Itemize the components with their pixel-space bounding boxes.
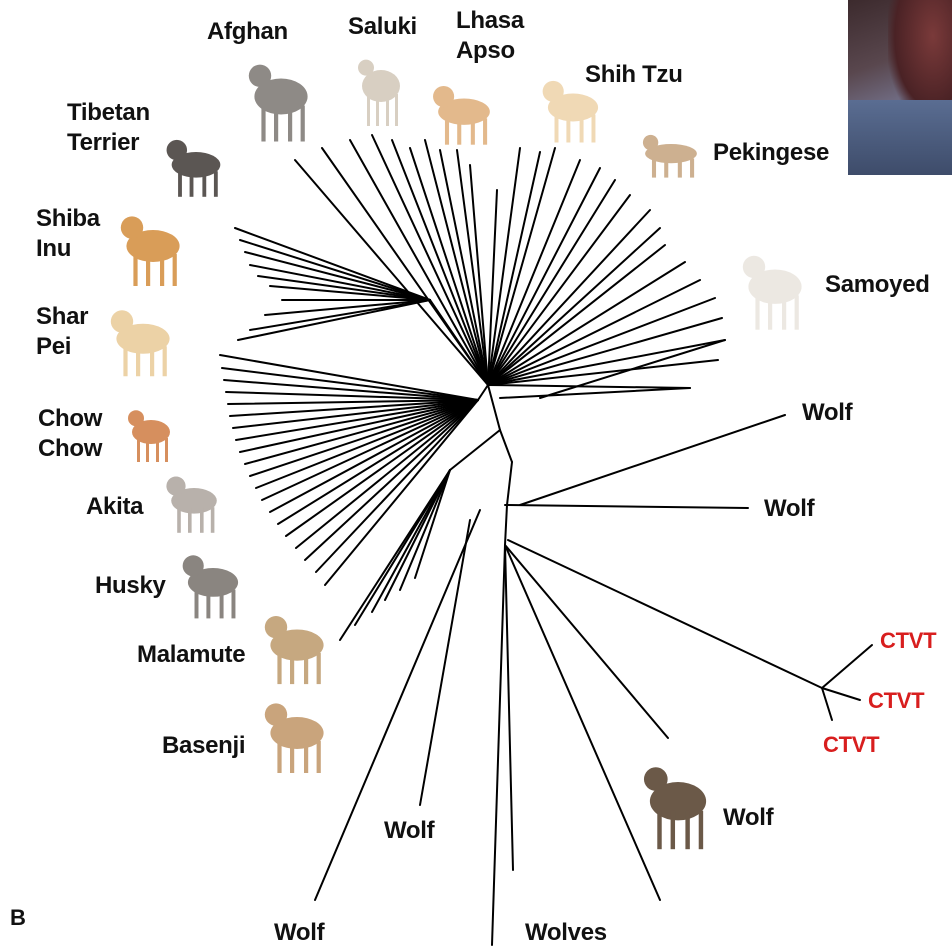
basenji-dog	[265, 703, 324, 773]
tree-branch-ctvt	[822, 688, 832, 720]
tree-branch-left	[355, 470, 450, 625]
photo-inset	[848, 0, 952, 175]
tree-branch-top	[392, 140, 488, 385]
label-wolf-lower-right: Wolf	[723, 803, 773, 833]
label-wolf-upper-right: Wolf	[802, 398, 852, 428]
tree-branches	[220, 135, 872, 945]
tree-branch-wolf	[505, 545, 668, 738]
chow-chow-dog	[128, 410, 170, 462]
label-ctvt-1: CTVT	[880, 626, 936, 656]
lhasa-apso-dog	[433, 86, 490, 145]
tree-branch-left	[250, 300, 430, 330]
label-basenji: Basenji	[162, 731, 245, 761]
label-sharpei-line2: Pei	[36, 332, 88, 362]
tree-branch-left	[224, 380, 478, 400]
label-sharpei-line1: Shar	[36, 302, 88, 332]
label-chow-chow: Chow Chow	[38, 404, 102, 464]
shar-pei-dog	[111, 310, 170, 376]
tree-branch-top	[488, 160, 580, 385]
tree-branch-wolves	[505, 545, 513, 870]
label-wolf-bottom-center: Wolf	[384, 816, 434, 846]
tibetan-terrier-dog	[167, 140, 221, 197]
label-shih-tzu: Shih Tzu	[585, 60, 683, 90]
label-samoyed: Samoyed	[825, 270, 930, 300]
label-shiba-line2: Inu	[36, 234, 100, 264]
tree-branch-ctvt	[822, 645, 872, 688]
tree-branch-left	[250, 400, 478, 476]
label-chow-line1: Chow	[38, 404, 102, 434]
trunk-segment	[488, 385, 500, 430]
shih-tzu-dog	[543, 81, 598, 143]
tree-branch-left	[296, 400, 478, 548]
label-lhasa-line2: Apso	[456, 36, 524, 66]
afghan-dog	[249, 65, 308, 142]
tree-branch-ctvt	[822, 688, 860, 700]
label-wolf-bottom-left: Wolf	[274, 918, 324, 948]
saluki-dog	[358, 60, 400, 126]
label-shar-pei: Shar Pei	[36, 302, 88, 362]
husky-dog	[183, 555, 238, 618]
samoyed-dog	[743, 256, 802, 330]
wolf-dog	[644, 767, 706, 849]
tree-branch-wolf	[505, 505, 748, 508]
label-akita: Akita	[86, 492, 143, 522]
label-wolf-mid-right: Wolf	[764, 494, 814, 524]
label-tibetan-terrier: Tibetan Terrier	[67, 98, 150, 158]
tree-branch-wolf	[520, 415, 785, 505]
pekingese-dog	[643, 135, 697, 178]
label-lhasa-line1: Lhasa	[456, 6, 524, 36]
label-pekingese: Pekingese	[713, 138, 829, 168]
label-shiba-line1: Shiba	[36, 204, 100, 234]
tree-branch-left	[235, 228, 430, 300]
trunk-segment	[505, 505, 507, 545]
tree-branch-samoyed	[500, 388, 690, 398]
label-ctvt-3: CTVT	[823, 730, 879, 760]
trunk-segment	[500, 430, 512, 462]
shiba-inu-dog	[121, 216, 180, 286]
tree-branch-top	[488, 228, 660, 385]
tree-branch-internal	[478, 385, 488, 400]
label-ctvt-2: CTVT	[868, 686, 924, 716]
tree-branch-top	[488, 168, 600, 385]
label-chow-line2: Chow	[38, 434, 102, 464]
trunk-segment	[507, 462, 512, 505]
tree-branch-ctvt-stem	[508, 540, 822, 688]
tree-branch-left	[238, 300, 430, 340]
akita-dog	[166, 476, 216, 532]
label-afghan: Afghan	[207, 17, 288, 47]
tree-branch-left	[400, 470, 450, 590]
label-lhasa-apso: Lhasa Apso	[456, 6, 524, 66]
label-shiba-inu: Shiba Inu	[36, 204, 100, 264]
tree-branch-left	[250, 265, 430, 300]
panel-label: B	[10, 903, 26, 933]
label-husky: Husky	[95, 571, 166, 601]
label-tibetan-line1: Tibetan	[67, 98, 150, 128]
tree-branch-wolves	[505, 545, 660, 900]
label-saluki: Saluki	[348, 12, 417, 42]
malamute-dog	[265, 616, 324, 684]
label-wolves: Wolves	[525, 918, 607, 948]
label-malamute: Malamute	[137, 640, 245, 670]
tree-branch-top	[488, 385, 690, 388]
tree-branch-internal	[450, 430, 500, 470]
tree-branch-wolf	[420, 520, 470, 805]
tree-branch-wolves	[492, 545, 505, 945]
label-tibetan-line2: Terrier	[67, 128, 150, 158]
